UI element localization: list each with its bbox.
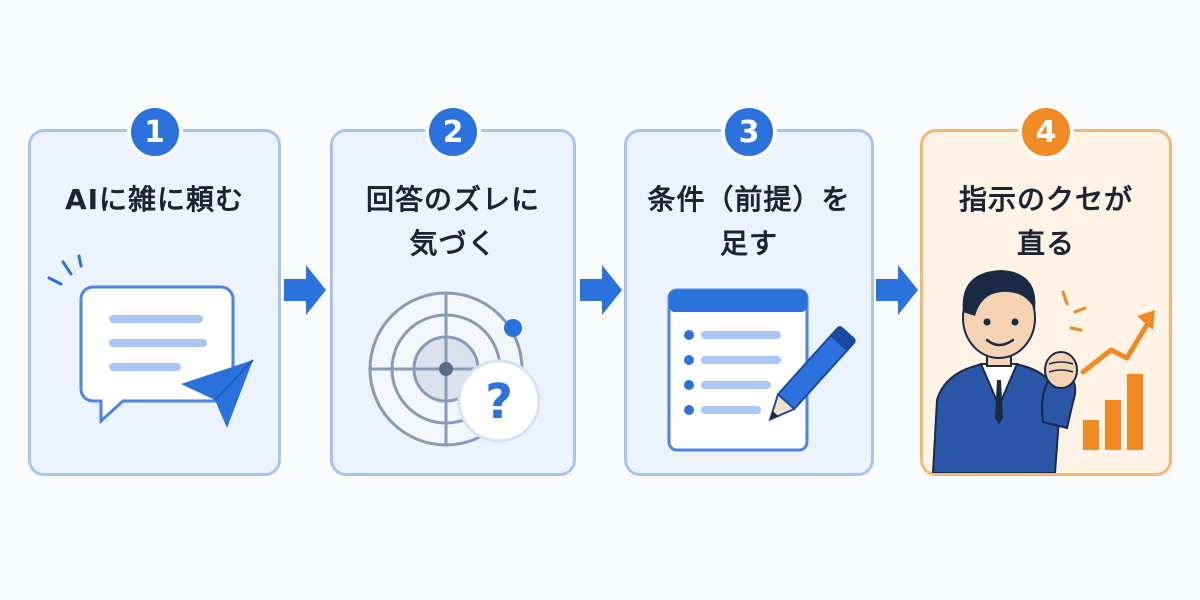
pencil-icon [768, 326, 856, 422]
step-card-1: 1 AIに雑に頼む [28, 104, 281, 476]
radar-target-icon: ? [368, 291, 541, 447]
step-title-line: 指示のクセが [958, 183, 1133, 216]
step-title-line: 条件（前提）を [647, 183, 851, 216]
checklist-icon [667, 288, 856, 452]
step-number-badge: 2 [425, 104, 481, 160]
step-title-line: 直る [1016, 227, 1075, 260]
arrow-right-icon [284, 265, 326, 315]
step-title-line: 気づく [409, 227, 497, 260]
step-title: 指示のクセが 直る [923, 178, 1169, 266]
step-number-badge: 4 [1018, 104, 1074, 160]
step-title-line: 足す [719, 227, 778, 260]
step-card-2: 2 回答のズレに 気づく ? [330, 104, 576, 476]
step-title-line: 回答のズレに [365, 183, 540, 216]
step-number-badge: 1 [126, 104, 183, 160]
question-mark-icon [457, 359, 541, 443]
step-title: 条件（前提）を 足す [627, 178, 871, 266]
step-title: 回答のズレに 気づく [333, 178, 573, 266]
step-title-line: AIに雑に頼む [64, 183, 245, 216]
step-title: AIに雑に頼む [31, 178, 278, 222]
arrow-right-icon [876, 265, 918, 315]
step-number-badge: 3 [721, 104, 777, 160]
arrow-right-icon [580, 265, 622, 315]
step-card-3: 3 条件（前提）を 足す [624, 104, 874, 476]
step-card-4: 4 指示のクセが 直る [920, 104, 1172, 476]
businessman-illustration [931, 270, 1155, 473]
chat-bubble-icon [47, 254, 254, 428]
svg-text:?: ? [485, 374, 513, 430]
growth-bar-chart-icon [1080, 310, 1155, 450]
send-arrow-icon [181, 360, 253, 428]
